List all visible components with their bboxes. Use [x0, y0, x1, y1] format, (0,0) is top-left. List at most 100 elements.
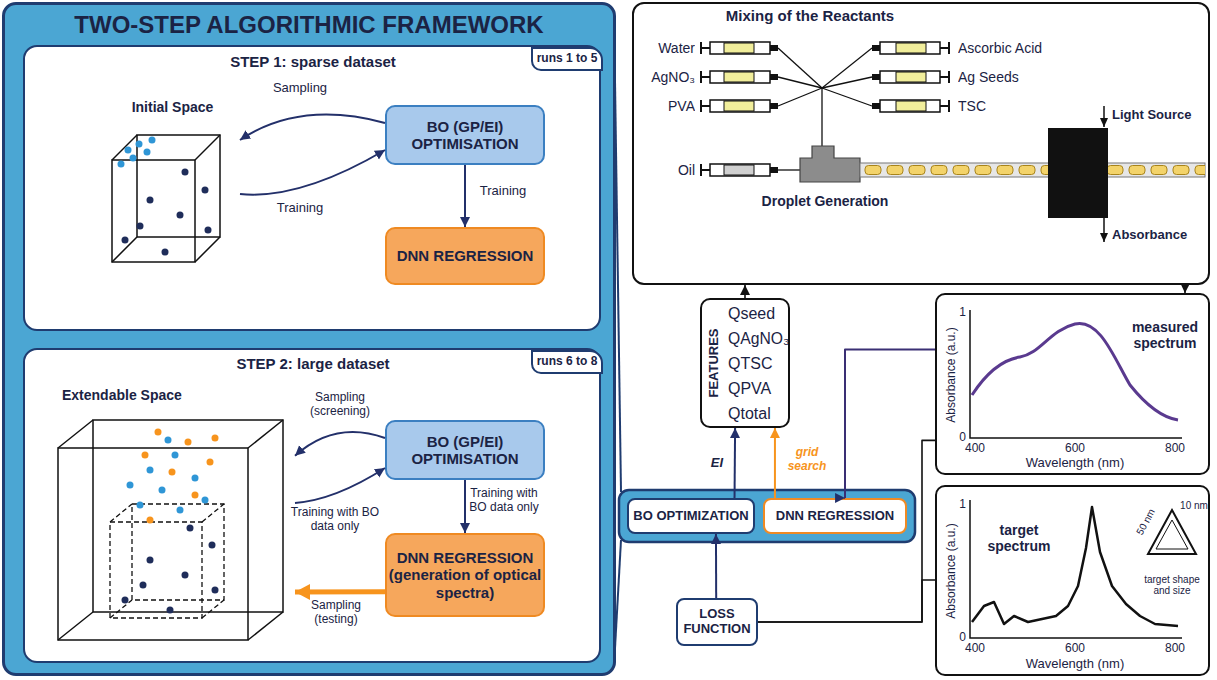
part-name: Light Source: [1112, 106, 1206, 124]
dimension: 10 nm: [1180, 500, 1208, 512]
edge-label: Training with BO data only: [466, 486, 542, 516]
tick-label: 400: [960, 641, 990, 656]
tick-label: 800: [1160, 641, 1190, 656]
reagent-name: Oil: [620, 162, 695, 178]
reactor-panel: Mixing of the Reactants: [632, 2, 1210, 285]
dnn-box: DNN REGRESSION (generation of optical sp…: [385, 533, 545, 617]
syringes: [701, 42, 949, 176]
part-name: Absorbance: [1112, 226, 1206, 244]
edge-label: Training: [262, 200, 338, 216]
tick-label: 600: [1060, 441, 1090, 456]
droplet-junction: [800, 146, 860, 182]
feature-name: QPVA: [728, 377, 788, 401]
bo-box: BO (GP/EI) OPTIMISATION: [385, 105, 545, 165]
bo-dots: [118, 137, 156, 168]
space-region: Extendable Space: [60, 385, 295, 647]
connector: [1184, 285, 1186, 293]
dimension: 50 nm: [1130, 501, 1161, 543]
note: target shape and size: [1140, 566, 1204, 604]
axis-title: Wavelength (nm): [1010, 656, 1140, 673]
node-title: Initial Space: [105, 97, 240, 117]
node-title: BO OPTIMIZATION: [629, 500, 753, 532]
node-title: DNN REGRESSION (generation of optical sp…: [388, 535, 542, 615]
loss-box: LOSS FUNCTION: [676, 598, 758, 646]
connector: [464, 480, 466, 533]
plot-axes: [970, 310, 1182, 438]
reagent-name: Ascorbic Acid: [958, 40, 1078, 56]
dnn-box: DNN REGRESSION: [385, 227, 545, 285]
connector: [758, 440, 935, 622]
connector: [758, 580, 935, 622]
reagent-name: PVA: [620, 98, 695, 114]
connector: [240, 115, 385, 140]
feature-name: QAgNO₃: [728, 327, 788, 351]
reagent-name: TSC: [958, 98, 1078, 114]
bo-box: BO (GP/EI) OPTIMISATION: [385, 420, 545, 480]
node-title: BO (GP/EI) OPTIMISATION: [388, 107, 542, 163]
connector: [744, 285, 746, 298]
edge-label: grid search: [781, 444, 833, 476]
node-title: TWO-STEP ALGORITHMIC FRAMEWORK: [20, 10, 598, 40]
reagent-name: Ag Seeds: [958, 69, 1078, 85]
connector: [715, 534, 717, 598]
axis-title: Absorbance (a.u.): [944, 506, 960, 636]
edge-label: Training with BO data only: [289, 505, 381, 535]
features-box: FEATURES QseedQAgNO₃QTSCQPVAQtotal: [700, 298, 790, 428]
tick-label: 0: [952, 430, 966, 446]
tick-label: 0: [952, 630, 966, 646]
node-title: DNN REGRESSION: [388, 229, 542, 283]
runs-tag: runs 1 to 5: [531, 47, 603, 71]
light-source-box: [1048, 128, 1108, 218]
runs-tag: runs 6 to 8: [531, 350, 603, 374]
initial-space-cube: [112, 135, 220, 262]
part-name: Droplet Generation: [750, 192, 900, 210]
reagent-name: AgNO₃: [620, 69, 695, 85]
feature-name: QTSC: [728, 352, 788, 376]
connector: [295, 432, 385, 456]
axis-title: Wavelength (nm): [1010, 455, 1140, 472]
node-title: LOSS FUNCTION: [678, 600, 756, 644]
connector: [845, 349, 935, 498]
connector: [464, 165, 466, 227]
tick-label: 1: [952, 497, 966, 513]
node-title: BO (GP/EI) OPTIMISATION: [388, 422, 542, 478]
reagent-name: Water: [620, 40, 695, 56]
node-title: measured spectrum: [1123, 318, 1207, 352]
node-title: STEP 1: sparse dataset: [153, 51, 473, 73]
node-title: Extendable Space: [62, 385, 222, 405]
tube: [860, 163, 1205, 177]
node-title: runs 6 to 8: [533, 351, 601, 373]
node-title: STEP 2: large dataset: [153, 353, 473, 375]
feature-name: Qtotal: [728, 402, 788, 426]
extendable-space-cube: [58, 420, 283, 640]
sample-dots: [122, 169, 212, 256]
space-region: Initial Space: [105, 95, 240, 275]
node-title: runs 1 to 5: [533, 48, 601, 70]
edge-label: Sampling (screening): [297, 390, 383, 420]
tick-label: 1: [952, 305, 966, 321]
connector: [774, 428, 776, 498]
connector: [295, 468, 385, 503]
axis-title: Absorbance (a.u.): [944, 310, 960, 440]
initial-space-dashed: [110, 504, 224, 618]
node-title: Mixing of the Reactants: [680, 5, 940, 27]
measured-curve: [972, 323, 1178, 420]
mixing-lines: [778, 48, 872, 170]
node-title: DNN REGRESSION: [765, 500, 905, 532]
connector: [240, 150, 385, 195]
tick-label: 600: [1060, 641, 1090, 656]
bo-box: BO OPTIMIZATION: [627, 498, 755, 534]
connector: [734, 428, 737, 498]
node-title: FEATURES: [705, 303, 723, 423]
edge-label: Sampling: [262, 80, 338, 96]
edge-label: Training: [466, 183, 540, 199]
edge-label: EI: [704, 455, 730, 471]
dnn-dots: [142, 429, 219, 524]
tick-label: 400: [960, 441, 990, 456]
tick-label: 800: [1160, 441, 1190, 456]
feature-name: Qseed: [728, 302, 788, 326]
connector: [295, 589, 385, 594]
edge-label: Sampling (testing): [296, 598, 376, 628]
framework-panel: TWO-STEP ALGORITHMIC FRAMEWORK STEP 1: sp…: [2, 2, 616, 676]
node-title: target spectrum: [978, 520, 1060, 556]
